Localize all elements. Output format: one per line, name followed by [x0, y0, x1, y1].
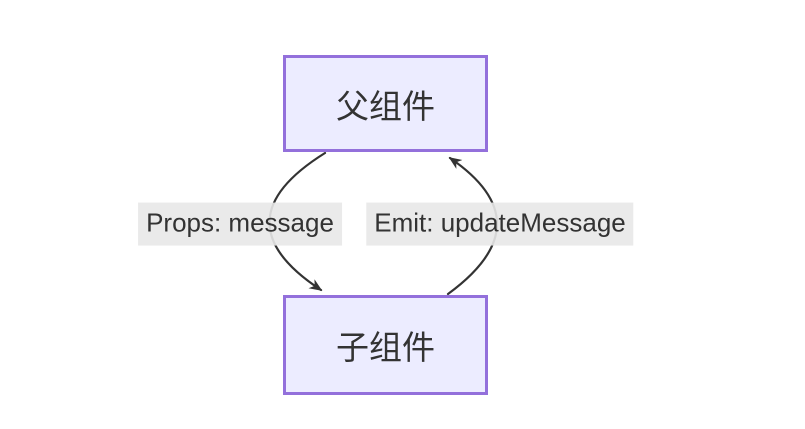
node-child-component: 子组件	[283, 295, 488, 395]
node-parent-label: 父组件	[336, 87, 435, 125]
edge-label-emit: Emit: updateMessage	[366, 202, 634, 246]
edge-label-props: Props: message	[138, 202, 342, 246]
node-parent-component: 父组件	[283, 55, 488, 152]
node-child-label: 子组件	[336, 329, 435, 366]
